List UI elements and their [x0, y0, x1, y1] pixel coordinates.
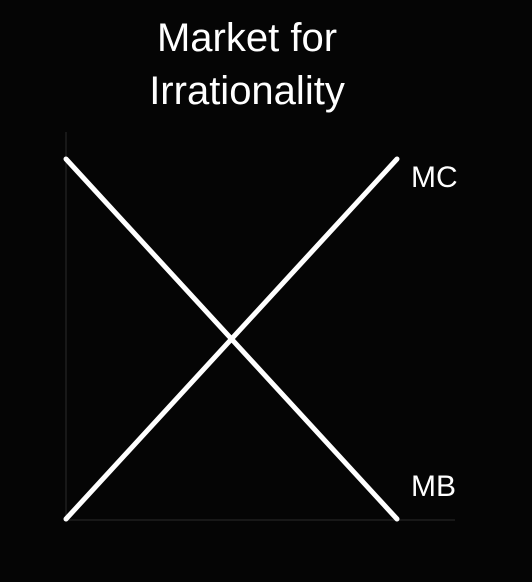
title-line-1: Market for — [156, 16, 338, 60]
mb-label: MB — [411, 470, 456, 503]
mc-label: MC — [411, 161, 458, 194]
title-line-2: Irrationality — [149, 69, 345, 113]
diagram-title: Market for Irrationality — [92, 12, 402, 118]
mb-curve — [63, 156, 400, 522]
